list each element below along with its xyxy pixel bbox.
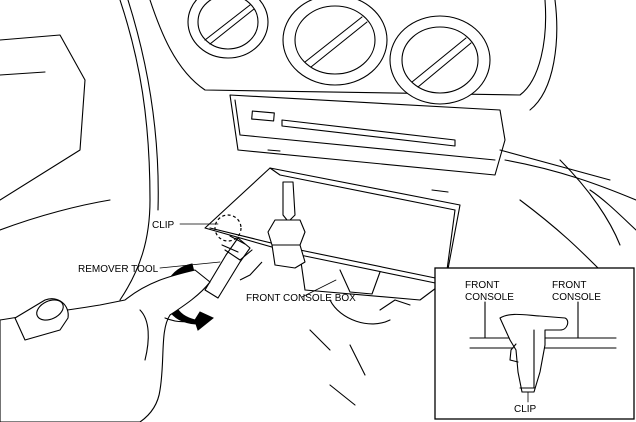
inset-right-label-line2: CONSOLE xyxy=(552,292,601,303)
clip-label: CLIP xyxy=(152,220,175,231)
inset-left-label-line1: FRONT xyxy=(465,280,499,291)
front-console-box xyxy=(204,167,461,406)
front-console-box-label: FRONT CONSOLE BOX xyxy=(246,293,356,304)
callout-leaders xyxy=(159,223,337,298)
right-vent-knob xyxy=(389,15,491,105)
inset-left-label-line2: CONSOLE xyxy=(465,292,514,303)
inset-clip-label: CLIP xyxy=(514,404,537,415)
clip-highlight-circle xyxy=(214,214,242,242)
middle-vent-knob xyxy=(282,0,388,86)
right-side-trim xyxy=(519,159,636,271)
left-dash-panel xyxy=(0,0,159,301)
remover-tool-label: REMOVER TOOL xyxy=(78,264,159,275)
audio-unit xyxy=(229,94,636,201)
dashboard-vents xyxy=(149,0,558,111)
inset-right-label-line1: FRONT xyxy=(552,280,586,291)
clip-detail-inset xyxy=(434,267,635,420)
hand xyxy=(0,269,211,422)
remover-tool xyxy=(204,181,306,299)
left-vent-knob xyxy=(187,0,269,59)
